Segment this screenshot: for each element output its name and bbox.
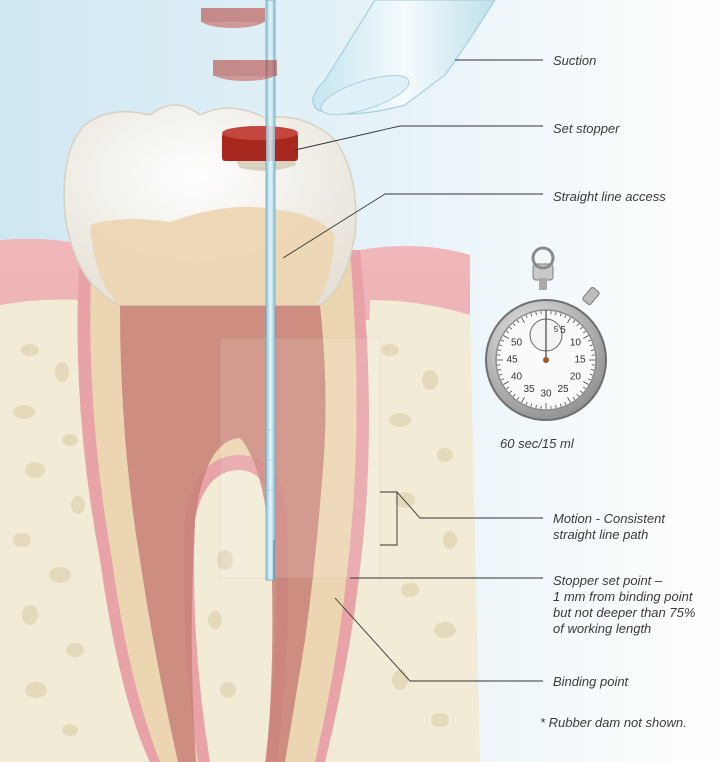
label-setpoint-line-4: of working length	[553, 621, 695, 637]
motion-region-box	[220, 338, 380, 578]
dial-number: 50	[511, 338, 523, 349]
label-motion-line-2: straight line path	[553, 527, 665, 543]
label-set-stopper: Set stopper	[553, 121, 620, 137]
file-tip	[273, 540, 275, 580]
label-setpoint-line-1: Stopper set point –	[553, 573, 695, 589]
footnote-rubber-dam: * Rubber dam not shown.	[540, 715, 687, 731]
set-stopper	[222, 126, 298, 162]
endodontic-file	[266, 0, 275, 580]
dial-number: 20	[570, 372, 582, 383]
label-suction: Suction	[553, 53, 596, 69]
dial-number: 10	[570, 338, 582, 349]
dial-number: 35	[523, 384, 535, 395]
label-setpoint-line-2: 1 mm from binding point	[553, 589, 695, 605]
dial-number: 45	[506, 355, 518, 366]
dial-number: 40	[511, 372, 523, 383]
label-stopper-set-point: Stopper set point – 1 mm from binding po…	[553, 573, 695, 637]
label-binding-point: Binding point	[553, 674, 628, 690]
subdial-number: 5	[554, 325, 559, 334]
dial-number: 25	[557, 384, 569, 395]
label-motion-line-1: Motion - Consistent	[553, 511, 665, 527]
dial-number: 5	[560, 325, 566, 336]
label-motion: Motion - Consistent straight line path	[553, 511, 665, 543]
crown-dentin	[90, 207, 335, 305]
dial-number: 15	[574, 355, 586, 366]
label-setpoint-line-3: but not deeper than 75%	[553, 605, 695, 621]
dial-number: 30	[540, 389, 552, 400]
label-timer-caption: 60 sec/15 ml	[500, 436, 574, 452]
label-straight-line-access: Straight line access	[553, 189, 666, 205]
